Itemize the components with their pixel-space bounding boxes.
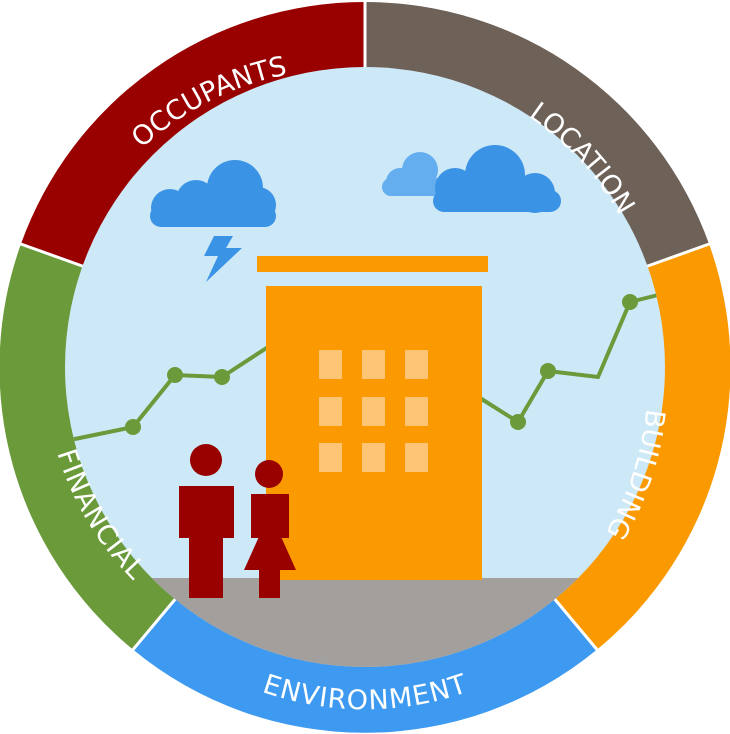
- trend-point: [167, 367, 183, 383]
- building-windows: [319, 350, 428, 472]
- trend-line: [69, 290, 665, 442]
- cloud-icon: [382, 145, 561, 213]
- ring-segment-occupants: [20, 1, 366, 267]
- storm-cloud-icon: [150, 160, 276, 227]
- segment-dividers: [17, 0, 713, 653]
- trend-point: [622, 294, 638, 310]
- trend-point: [125, 419, 141, 435]
- building-icon: [257, 256, 488, 580]
- ring-segment-location: [365, 1, 710, 267]
- woman-icon: [244, 460, 296, 598]
- ring-segment-environment: [133, 598, 597, 733]
- trend-point: [540, 363, 556, 379]
- man-icon: [179, 444, 234, 598]
- trend-point: [510, 414, 526, 430]
- ring-segment-building: [554, 244, 730, 650]
- lightning-bolt-icon: [204, 236, 242, 282]
- ring-segment-financial: [0, 244, 176, 650]
- trend-point: [214, 369, 230, 385]
